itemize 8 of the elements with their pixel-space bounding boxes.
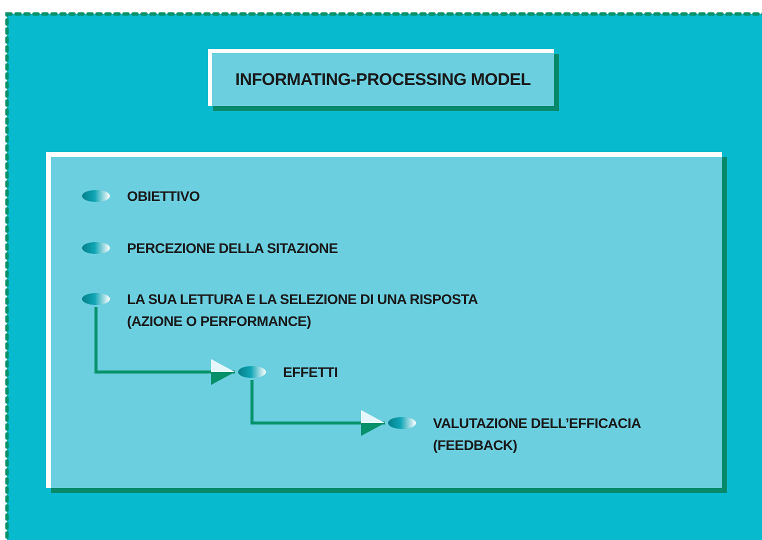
- item-text: PERCEZIONE DELLA SITAZIONE: [127, 239, 338, 258]
- item-text: LA SUA LETTURA E LA SELEZIONE DI UNA RISPOSTA (AZIONE O PERFORMANCE): [127, 290, 479, 331]
- arrow: [250, 380, 385, 436]
- item-text: EFFETTI: [283, 363, 338, 382]
- item-text: VALUTAZIONE DELL’EFFICACIA (FEEDBACK): [433, 414, 642, 455]
- title-text: INFORMATING-PROCESSING MODEL: [235, 70, 531, 90]
- item-text: OBIETTIVO: [127, 187, 200, 206]
- arrow: [94, 307, 235, 385]
